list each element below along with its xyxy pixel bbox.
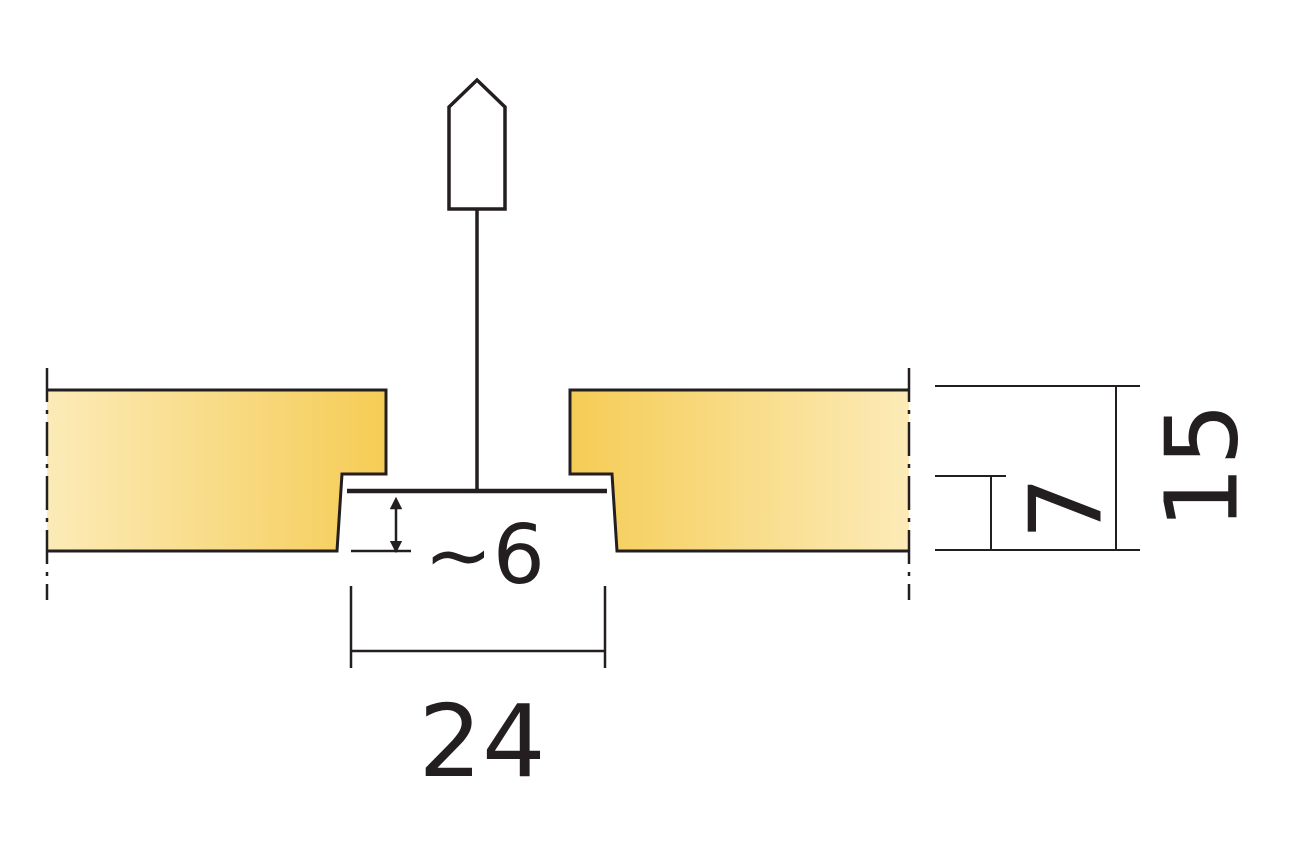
right-panel-body (570, 390, 909, 551)
left-panel-body (47, 390, 386, 551)
reveal-depth-label: ~6 (424, 508, 545, 603)
right-panel-outline (568, 388, 909, 553)
reveal-depth-dimension: ~6 (351, 496, 545, 603)
right-ceiling-panel (568, 368, 911, 600)
profile-bulb (447, 77, 507, 211)
t-profile (347, 77, 607, 494)
panel-thickness-label: 15 (1144, 402, 1261, 529)
edge-depth-label: 7 (1008, 476, 1125, 540)
left-ceiling-panel (45, 368, 388, 600)
thickness-dimensions: 7 15 (935, 385, 1261, 551)
left-panel-outline (47, 388, 388, 553)
profile-width-dimension: 24 (349, 586, 607, 800)
profile-width-label: 24 (418, 683, 545, 800)
